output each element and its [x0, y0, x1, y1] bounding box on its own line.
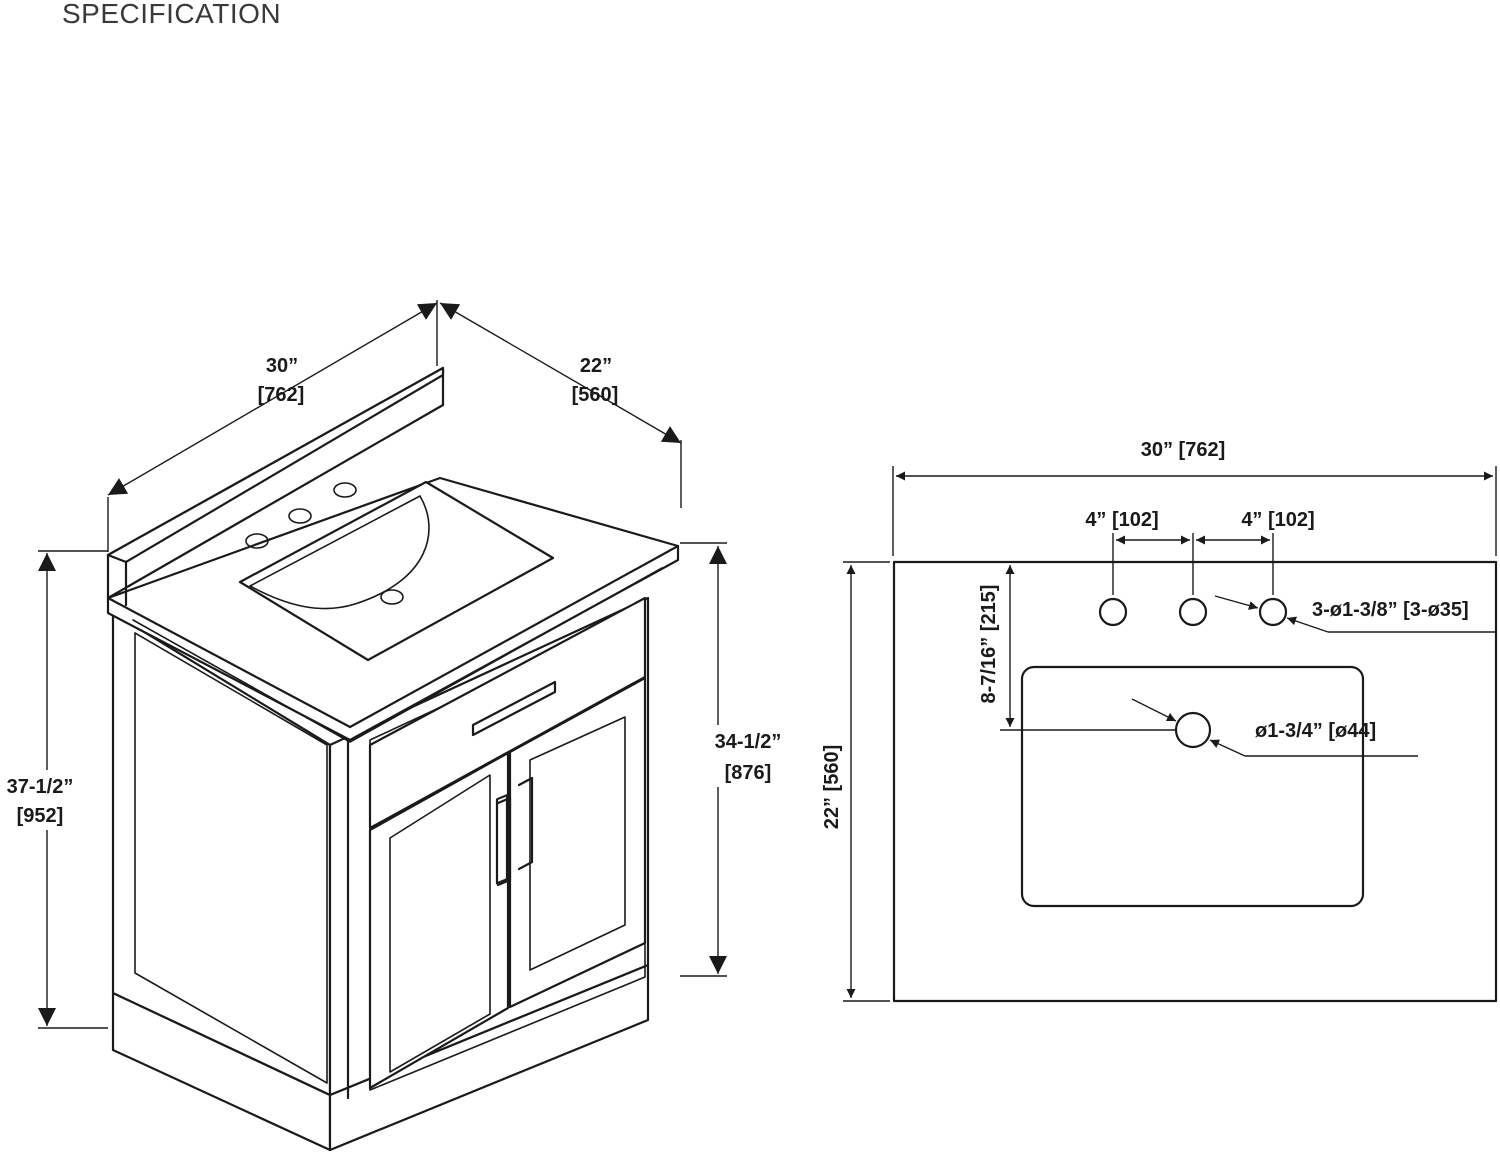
hole-spacing-left-label: 4” [102] [1085, 509, 1158, 531]
width-label-mm: [762] [258, 384, 305, 406]
top-depth-label: 22” [560] [821, 745, 843, 830]
dimension-top-width: 30” [762] [892, 439, 1497, 556]
top-view-countertop [892, 560, 1498, 1003]
hole-spacing-right-label: 4” [102] [1241, 509, 1314, 531]
sink-drain-hole [380, 589, 404, 605]
width-label-inches: 30” [266, 355, 298, 377]
drain-hole-diameter-label: ø1-3/4” [ø44] [1255, 720, 1376, 742]
top-view-sink-bowl [1020, 665, 1365, 908]
isometric-vanity: 30” [762] 22” [560] 37-1/2” [952] 34-1/2… [0, 300, 795, 1152]
dimension-top-depth: 22” [560] [821, 561, 890, 1002]
top-view-faucet-holes [1098, 597, 1288, 627]
dimension-depth: 22” [560] [439, 302, 682, 508]
total-height-label-inches: 37-1/2” [7, 776, 74, 798]
dimension-total-height: 37-1/2” [952] [0, 550, 108, 1029]
dimension-hole-spacing: 4” [102] 4” [102] [1085, 509, 1315, 595]
faucet-hole-diameter-label: 3-ø1-3/8” [3-ø35] [1312, 599, 1469, 621]
drawer-handle [471, 680, 557, 737]
cabinet-height-label-inches: 34-1/2” [715, 731, 782, 753]
page-title: SPECIFICATION [62, 0, 282, 29]
top-view-drain-hole [1174, 711, 1212, 749]
dimension-hole-offset: 8-7/16” [215] [978, 565, 1175, 731]
leader-faucet-hole-diameter: 3-ø1-3/8” [3-ø35] [1214, 595, 1496, 633]
top-width-label: 30” [762] [1141, 439, 1226, 461]
door-handle-right [517, 776, 534, 871]
depth-label-mm: [560] [572, 384, 619, 406]
cabinet-doors [368, 676, 647, 1090]
cabinet-height-label-mm: [876] [725, 762, 772, 784]
hole-offset-label: 8-7/16” [215] [978, 585, 1000, 704]
vanity-base [111, 963, 650, 1152]
isometric-sink [238, 480, 555, 662]
dimension-cabinet-height: 34-1/2” [876] [680, 542, 795, 977]
top-view: 30” [762] 22” [560] 4” [102] 4” [102] 8-… [821, 439, 1498, 1003]
total-height-label-mm: [952] [17, 805, 64, 827]
leader-drain-hole-diameter: ø1-3/4” [ø44] [1131, 698, 1418, 757]
dimension-width: 30” [762] [107, 300, 438, 552]
depth-label-inches: 22” [580, 355, 612, 377]
door-handle-left [495, 793, 512, 887]
